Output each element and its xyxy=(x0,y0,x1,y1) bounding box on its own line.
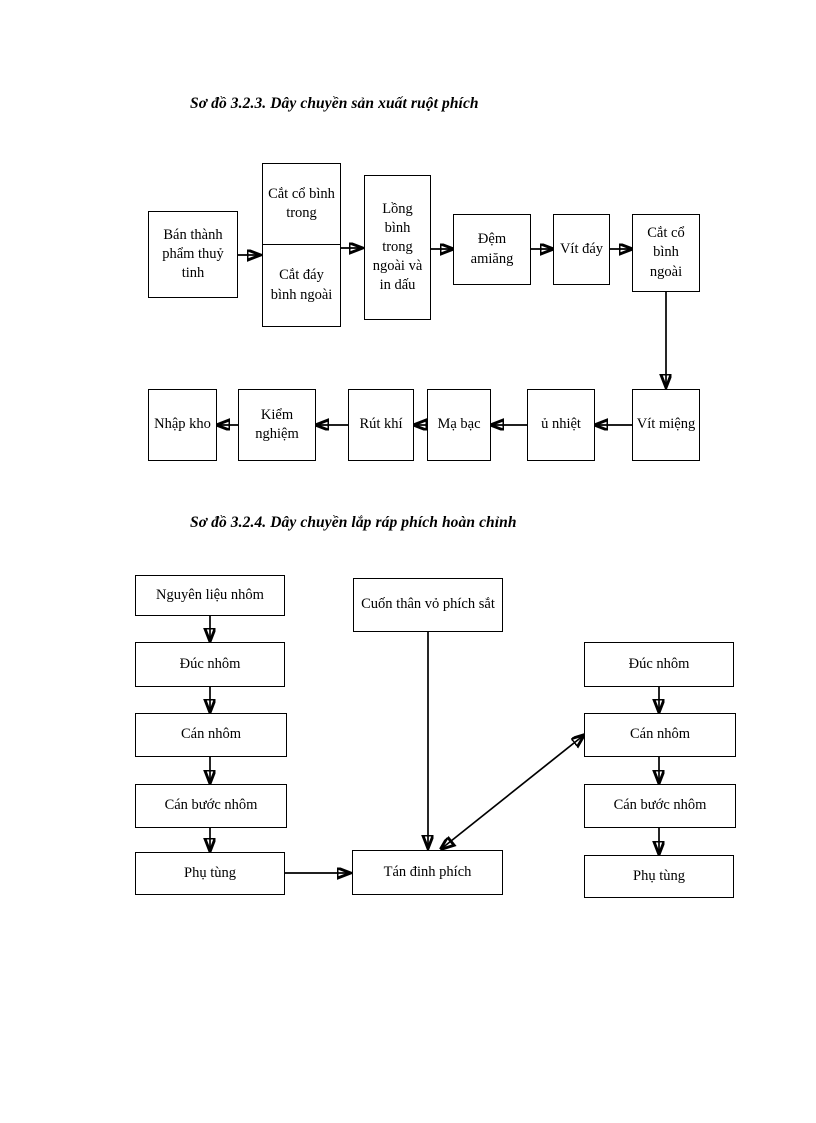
diagram-title-324: Sơ đồ 3.2.4. Dây chuyền lắp ráp phích ho… xyxy=(190,514,517,531)
arrow-tandinhphich-cannhom-right-double xyxy=(441,735,584,849)
node-ma-bac: Mạ bạc xyxy=(427,389,491,461)
node-rut-khi: Rút khí xyxy=(348,389,414,461)
node-nguyen-lieu-nhom: Nguyên liệu nhôm xyxy=(135,575,285,616)
node-vit-mieng: Vít miệng xyxy=(632,389,700,461)
node-can-buoc-nhom-left: Cán bước nhôm xyxy=(135,784,287,828)
node-vit-day: Vít đáy xyxy=(553,214,610,285)
node-u-nhiet: ủ nhiệt xyxy=(527,389,595,461)
node-can-nhom-left: Cán nhôm xyxy=(135,713,287,757)
node-tan-dinh-phich: Tán đinh phích xyxy=(352,850,503,895)
node-long-binh-trong-ngoai-va-in-dau: Lồng bình trong ngoài và in dấu xyxy=(364,175,431,320)
node-cat-co-binh-ngoai: Cắt cổ bình ngoài xyxy=(632,214,700,292)
node-dem-amiang: Đệm amiăng xyxy=(453,214,531,285)
node-duc-nhom-right: Đúc nhôm xyxy=(584,642,734,687)
node-cat-co-cat-day-group: Cắt cổ bình trong Cắt đáy bình ngoài xyxy=(262,163,341,327)
node-nhap-kho: Nhập kho xyxy=(148,389,217,461)
node-cat-day-binh-ngoai: Cắt đáy bình ngoài xyxy=(270,267,333,303)
node-cuon-than-vo-phich-sat: Cuốn thân vỏ phích sắt xyxy=(353,578,503,632)
node-can-nhom-right: Cán nhôm xyxy=(584,713,736,757)
node-ban-thanh-pham-thuy-tinh: Bán thành phẩm thuỷ tinh xyxy=(148,211,238,298)
node-duc-nhom-left: Đúc nhôm xyxy=(135,642,285,687)
node-phu-tung-right: Phụ tùng xyxy=(584,855,734,898)
node-cat-co-binh-trong: Cắt cổ bình trong xyxy=(263,164,340,245)
node-kiem-nghiem: Kiểm nghiệm xyxy=(238,389,316,461)
node-phu-tung-left: Phụ tùng xyxy=(135,852,285,895)
node-can-buoc-nhom-right: Cán bước nhôm xyxy=(584,784,736,828)
diagram-title-323: Sơ đồ 3.2.3. Dây chuyền sản xuất ruột ph… xyxy=(190,95,479,112)
